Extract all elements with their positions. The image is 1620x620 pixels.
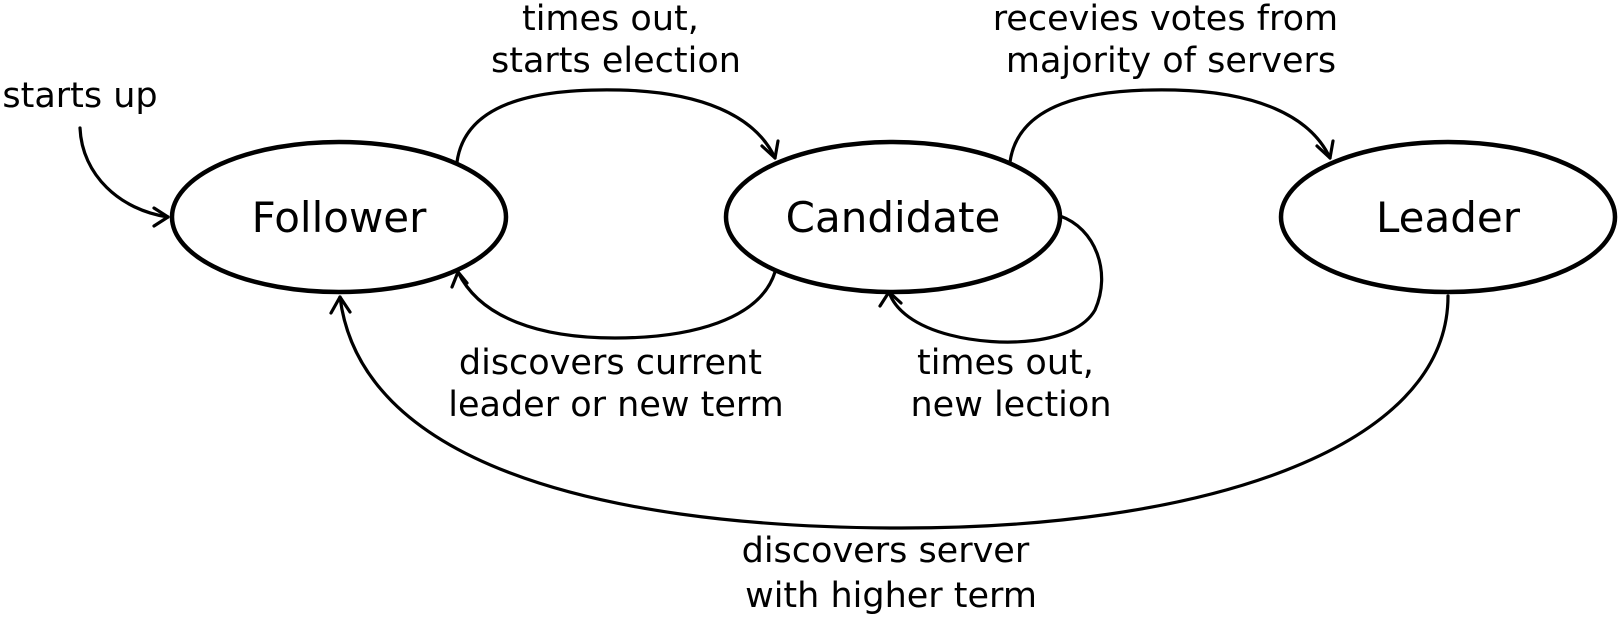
label-start: starts up (2, 76, 157, 116)
edge-start-to-follower (78, 126, 170, 219)
edge-follower-to-candidate (455, 88, 777, 164)
arrowhead-candidate-to-leader (1315, 139, 1335, 160)
label-candidate-to-leader: recevies votes from majority of servers (993, 0, 1350, 81)
label-leader-to-follower-line-2: with higher term (745, 576, 1037, 616)
label-candidate-to-leader-line-1: recevies votes from (993, 0, 1338, 39)
node-leader: Leader (1278, 139, 1618, 295)
label-candidate-to-follower: discovers current leader or new term (448, 343, 784, 425)
arrowhead-follower-to-candidate (760, 139, 780, 160)
label-start-line-1: starts up (2, 76, 157, 116)
leader-label: Leader (1376, 193, 1521, 242)
edges (78, 88, 1450, 530)
node-follower: Follower (169, 139, 509, 295)
label-follower-to-candidate-line-1: times out, (522, 0, 699, 39)
label-follower-to-candidate-line-2: starts election (491, 41, 741, 81)
candidate-state-ellipse (723, 139, 1063, 295)
leader-state-ellipse (1278, 139, 1618, 295)
edge-candidate-self-loop (887, 214, 1104, 344)
label-leader-to-follower: discovers server with higher term (742, 531, 1041, 616)
label-candidate-to-leader-line-2: majority of servers (1006, 41, 1336, 81)
node-candidate: Candidate (723, 139, 1063, 295)
label-follower-to-candidate: times out, starts election (491, 0, 741, 81)
label-candidate-self-loop-line-1: times out, (917, 343, 1094, 383)
edge-candidate-to-leader (1008, 88, 1332, 164)
label-candidate-to-follower-line-1: discovers current (459, 343, 762, 383)
label-candidate-self-loop-line-2: new lection (910, 385, 1111, 425)
label-candidate-self-loop: times out, new lection (910, 343, 1111, 425)
arrowhead-start-to-follower (152, 206, 170, 228)
follower-state-ellipse (169, 139, 509, 295)
edge-candidate-to-follower (456, 270, 777, 340)
label-candidate-to-follower-line-2: leader or new term (448, 385, 784, 425)
label-leader-to-follower-line-1: discovers server (742, 531, 1030, 571)
edge-labels: starts up times out, starts election rec… (2, 0, 1350, 616)
follower-label: Follower (252, 193, 428, 242)
arrowhead-leader-to-follower (329, 295, 352, 315)
edge-leader-to-follower (338, 294, 1450, 530)
candidate-label: Candidate (786, 193, 1001, 242)
